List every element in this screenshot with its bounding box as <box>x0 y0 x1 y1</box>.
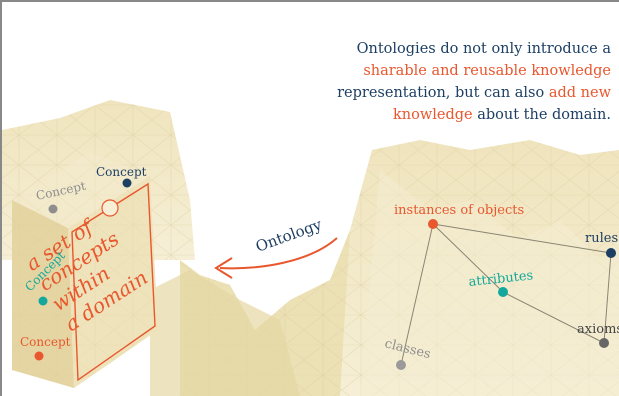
intro-highlight-3: knowledge <box>392 107 473 123</box>
intro-highlight-2: add new <box>548 85 611 101</box>
ontology-arrow-head <box>214 257 233 279</box>
concept-label-bottom: Concept <box>20 335 71 349</box>
edge-rules-axioms <box>603 252 612 344</box>
concept-dot-bottom <box>34 351 44 361</box>
concept-dot-left <box>38 296 48 306</box>
intro-text-2: representation, but can also <box>337 85 545 101</box>
node-axioms-label: axioms <box>577 322 619 337</box>
intro-text-1: Ontologies do not only introduce a <box>356 41 611 57</box>
node-attributes-dot <box>498 287 508 297</box>
edge-attributes-axioms <box>502 291 605 344</box>
intro-highlight-1: sharable and reusable knowledge <box>363 63 611 79</box>
ontology-arrow <box>219 237 338 270</box>
node-rules-dot <box>606 248 616 258</box>
graph-edges <box>400 223 612 366</box>
node-instances-label: instances of objects <box>394 203 524 218</box>
frame-left-border <box>0 0 2 396</box>
concept-dot-top <box>122 178 132 188</box>
cube-face-outline <box>71 182 156 382</box>
concept-dot-back <box>48 204 58 214</box>
cube-notch <box>101 199 119 217</box>
ontology-arrow-label: Ontology <box>253 215 324 256</box>
node-classes-dot <box>396 360 406 370</box>
concept-label-top: Concept <box>96 165 147 179</box>
node-axioms-dot <box>599 338 609 348</box>
edge-instances-attributes <box>432 223 504 293</box>
edge-instances-rules <box>432 223 612 254</box>
node-instances-dot <box>428 219 438 229</box>
frame-top-border <box>0 0 619 2</box>
node-attributes-label: attributes <box>468 268 534 290</box>
node-rules-label: rules <box>585 231 618 246</box>
edge-instances-classes <box>400 223 434 366</box>
intro-paragraph: Ontologies do not only introduce a shara… <box>281 38 611 126</box>
intro-text-3: about the domain. <box>477 107 611 123</box>
